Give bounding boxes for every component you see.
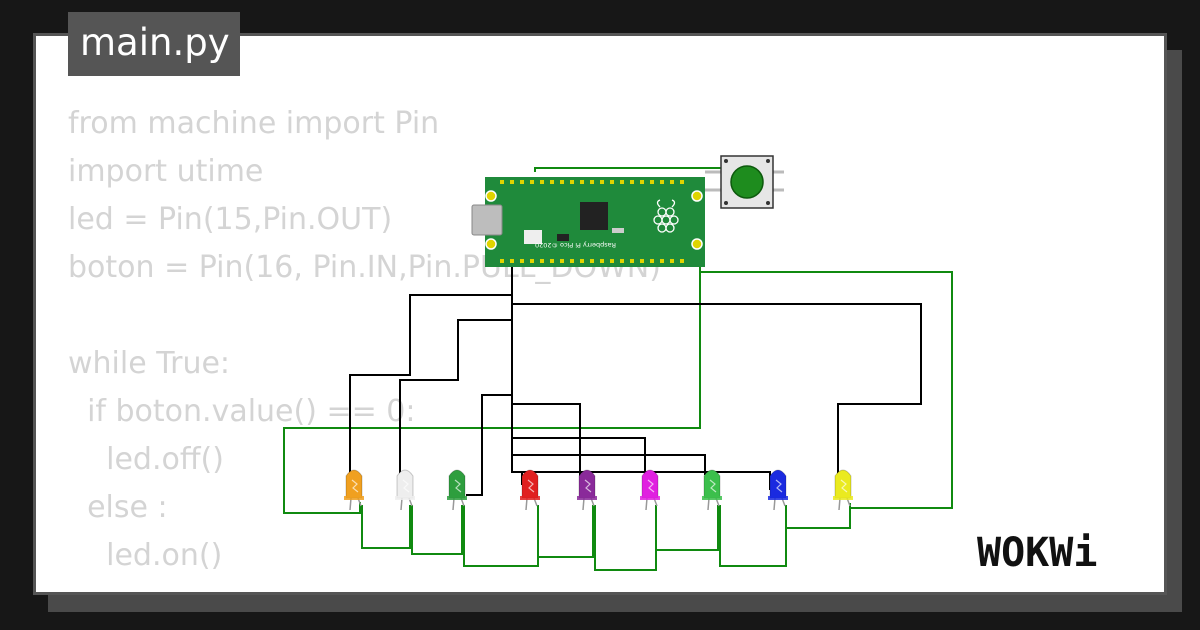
led-filament bbox=[351, 479, 359, 493]
smd-component bbox=[557, 234, 569, 241]
led-body bbox=[396, 469, 414, 499]
led-body bbox=[834, 469, 852, 499]
led-purple[interactable] bbox=[577, 469, 597, 511]
led-rim bbox=[447, 496, 467, 500]
led-body bbox=[641, 469, 659, 499]
ground-wires bbox=[283, 167, 953, 571]
led-filament bbox=[647, 479, 655, 493]
code-line: while True: bbox=[68, 346, 231, 381]
led-red[interactable] bbox=[520, 469, 540, 511]
led-yellow[interactable] bbox=[833, 469, 853, 511]
mount-hole bbox=[691, 190, 703, 202]
led-body bbox=[521, 469, 539, 499]
mount-hole bbox=[485, 238, 497, 250]
led-rim bbox=[768, 496, 788, 500]
led-body bbox=[769, 469, 787, 499]
code-line: import utime bbox=[68, 154, 264, 189]
logo-text: WOKWi bbox=[977, 530, 1097, 576]
led-green-2[interactable] bbox=[702, 469, 722, 511]
led-filament bbox=[709, 479, 717, 493]
led-rim bbox=[520, 496, 540, 500]
led-body bbox=[345, 469, 363, 499]
code-line: led.off() bbox=[68, 442, 224, 477]
rp2040-chip bbox=[580, 202, 608, 230]
usb-connector bbox=[471, 204, 503, 236]
raspberry-logo bbox=[653, 199, 679, 233]
header-pins bbox=[500, 180, 684, 263]
mount-hole bbox=[691, 238, 703, 250]
led-body bbox=[448, 469, 466, 499]
code-line: if boton.value() == 0: bbox=[68, 394, 416, 429]
led-white[interactable] bbox=[395, 469, 415, 511]
led-filament bbox=[775, 479, 783, 493]
code-line: else : bbox=[68, 490, 168, 525]
led-rim bbox=[833, 496, 853, 500]
led-rim bbox=[577, 496, 597, 500]
board-label: Raspberry Pi Pico ©2020 bbox=[535, 241, 616, 249]
led-filament bbox=[527, 479, 535, 493]
led-blue[interactable] bbox=[768, 469, 788, 511]
led-filament bbox=[584, 479, 592, 493]
button-cap[interactable] bbox=[730, 165, 764, 199]
preview-card bbox=[33, 33, 1167, 595]
mount-hole bbox=[485, 190, 497, 202]
raspberry-pi-pico-board[interactable]: Raspberry Pi Pico ©2020 bbox=[471, 177, 705, 267]
code-line: led.on() bbox=[68, 538, 223, 573]
led-magenta[interactable] bbox=[640, 469, 660, 511]
code-line: from machine import Pin bbox=[68, 106, 440, 141]
led-body bbox=[703, 469, 721, 499]
led-rim bbox=[640, 496, 660, 500]
led-filament bbox=[402, 479, 410, 493]
code-line: led = Pin(15,Pin.OUT) bbox=[68, 202, 393, 237]
led-row bbox=[344, 469, 853, 511]
led-filament bbox=[454, 479, 462, 493]
bootsel-button bbox=[524, 230, 542, 244]
led-green-1[interactable] bbox=[447, 469, 467, 511]
file-tab[interactable]: main.py bbox=[68, 12, 240, 76]
signal-wires bbox=[349, 262, 922, 496]
smd-component bbox=[612, 228, 624, 233]
led-body bbox=[578, 469, 596, 499]
led-rim bbox=[702, 496, 722, 500]
pushbutton[interactable] bbox=[705, 155, 784, 209]
wokwi-logo: WOKWi bbox=[977, 530, 1097, 576]
led-orange[interactable] bbox=[344, 469, 364, 511]
led-filament bbox=[840, 479, 848, 493]
led-rim bbox=[395, 496, 415, 500]
led-rim bbox=[344, 496, 364, 500]
